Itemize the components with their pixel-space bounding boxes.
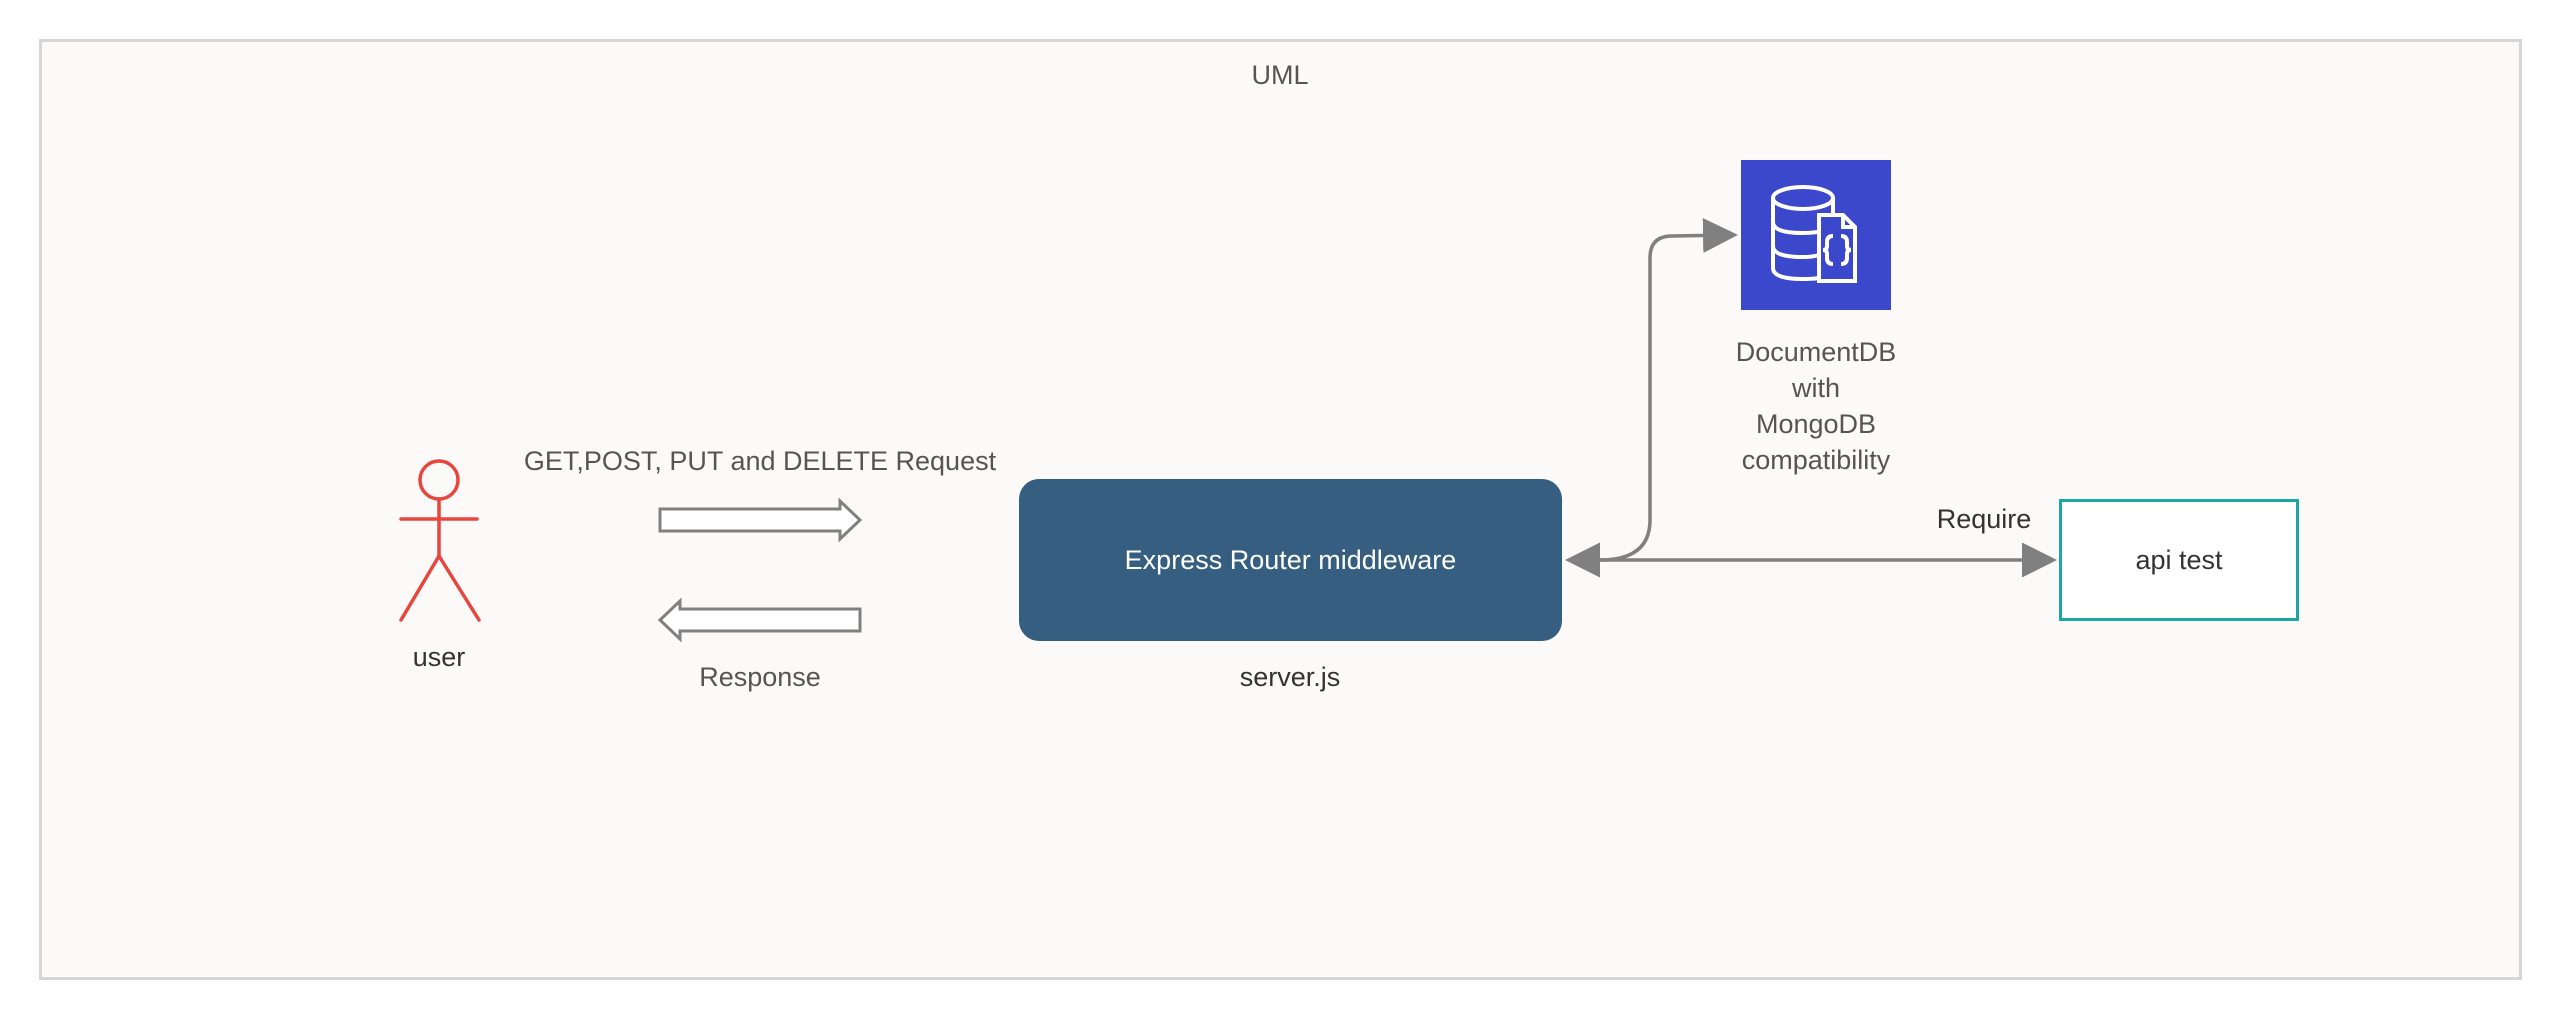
database-label-line: with: [1791, 373, 1840, 403]
response-arrow[interactable]: [657, 597, 862, 643]
express-router-label: Express Router middleware: [1124, 544, 1457, 575]
express-router-node[interactable]: Express Router middleware: [1019, 479, 1562, 641]
request-arrow[interactable]: [658, 497, 863, 543]
request-label: GET,POST, PUT and DELETE Request: [523, 446, 997, 476]
require-label: Require: [1936, 504, 2032, 534]
database-label: DocumentDB with MongoDB compatibility: [1666, 334, 1966, 478]
api-test-node[interactable]: api test: [2059, 499, 2299, 621]
database-connector[interactable]: [1599, 217, 1738, 562]
database-label-line: MongoDB: [1755, 409, 1877, 439]
frame-title: UML: [1251, 60, 1309, 90]
database-label-line: DocumentDB: [1735, 337, 1897, 367]
stick-figure-actor-icon[interactable]: [399, 459, 481, 622]
database-glyph: [1771, 185, 1857, 283]
router-caption: server.js: [1239, 662, 1341, 692]
database-label-line: compatibility: [1741, 445, 1891, 475]
response-label: Response: [699, 662, 821, 692]
api-test-label: api test: [2135, 544, 2223, 575]
database-document-icon[interactable]: [1741, 160, 1891, 310]
actor-label: user: [412, 642, 466, 672]
